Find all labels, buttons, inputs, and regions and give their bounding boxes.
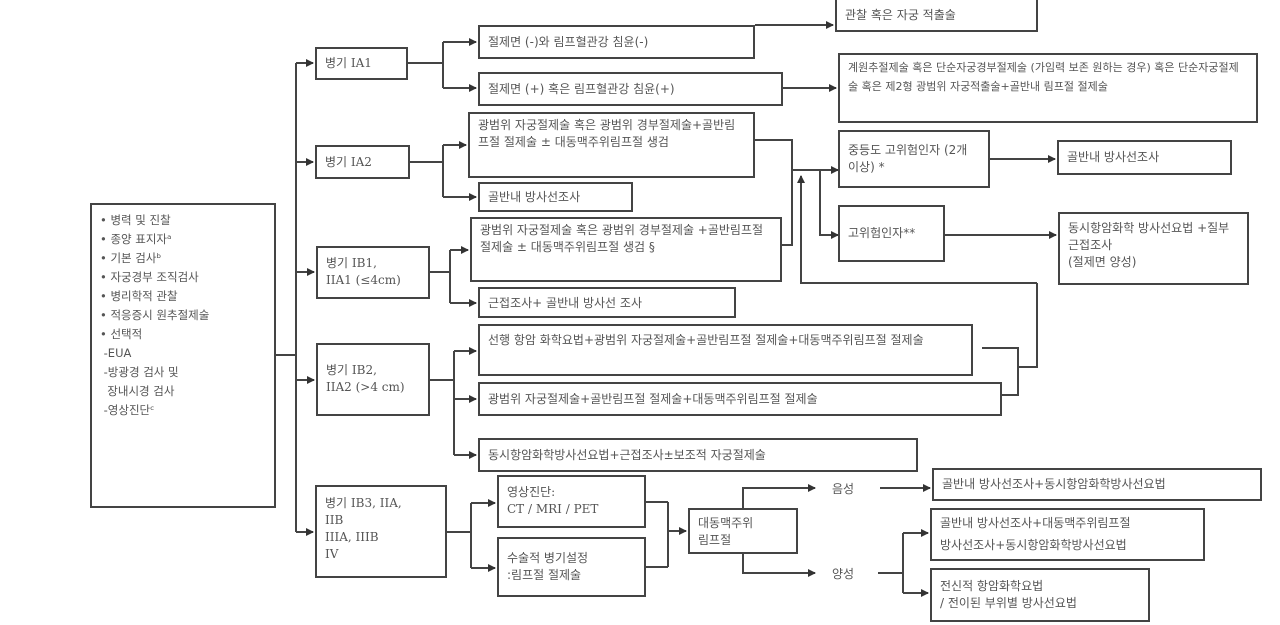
stage-ia2-box: 병기 IA2 xyxy=(315,145,410,179)
ib2-neoadjuvant-box: 선행 항암 화학요법+광범위 자궁절제술+골반림프절 절제술+대동맥주위림프절 … xyxy=(478,324,973,376)
workup-item: • 병리학적 관찰 xyxy=(100,289,178,303)
workup-item: -방광경 검사 및 xyxy=(100,365,179,379)
workup-item: • 적응증시 원추절제술 xyxy=(100,308,210,322)
positive-treatment-box-2: 전신적 항암화학요법 / 전이된 부위별 방사선요법 xyxy=(930,568,1150,622)
workup-item: • 기본 검사ᵇ xyxy=(100,251,162,265)
workup-item: • 자궁경부 조직검사 xyxy=(100,270,199,284)
ccrt-brachy-box: 동시항암화학 방사선요법 +질부근접조사 (절제면 양성) xyxy=(1058,212,1249,285)
stage-ib2-box: 병기 IB2, IIA2 (>4 cm) xyxy=(316,343,430,416)
stage-ia1-box: 병기 IA1 xyxy=(315,47,408,80)
ia2-radiation-box: 골반내 방사선조사 xyxy=(478,182,633,212)
imaging-box: 영상진단: CT / MRI / PET xyxy=(497,475,646,528)
workup-item: -영상진단ᶜ xyxy=(100,403,155,417)
negative-label: 음성 xyxy=(832,482,855,496)
intermediate-risk-box: 중등도 고위험인자 (2개 이상) * xyxy=(838,130,990,188)
stage-ib1-box: 병기 IB1, IIA1 (≤4cm) xyxy=(316,246,430,299)
pelvic-radiation-box: 골반내 방사선조사 xyxy=(1057,140,1232,175)
initial-workup-box: • 병력 및 진찰 • 종양 표지자ᵃ • 기본 검사ᵇ • 자궁경부 조직검사 • 병… xyxy=(90,203,276,508)
workup-item: • 종양 표지자ᵃ xyxy=(100,232,172,246)
ib2-surgery-box: 광범위 자궁절제술+골반림프절 절제술+대동맥주위림프절 절제술 xyxy=(478,382,1002,416)
observation-box: 관찰 혹은 자궁 적출술 xyxy=(835,0,1038,32)
workup-item: -EUA xyxy=(100,346,132,360)
workup-item: 장내시경 검사 xyxy=(100,384,175,398)
ib1-surgery-box: 광범위 자궁절제술 혹은 광범위 경부절제술 +골반림프절 절제술 ± 대동맥주… xyxy=(470,217,782,282)
ia2-surgery-box: 광범위 자궁절제술 혹은 광범위 경부절제술+골반림프절 절제술 ± 대동맥주위… xyxy=(468,112,755,178)
positive-treatment-box-1: 골반내 방사선조사+대동맥주위림프절 방사선조사+동시항암화학방사선요법 xyxy=(930,508,1205,561)
paraaortic-node-box: 대동맥주위 림프절 xyxy=(688,508,798,554)
conization-box: 계원추절제술 혹은 단순자궁경부절제술 (가임력 보존 원하는 경우) 혹은 단… xyxy=(838,53,1258,123)
ib1-radiation-box: 근접조사+ 골반내 방사선 조사 xyxy=(478,287,736,318)
stage-ib3-box: 병기 IB3, IIA, IIB IIIA, IIIB IV xyxy=(315,485,447,578)
high-risk-box: 고위험인자** xyxy=(838,205,945,262)
positive-label: 양성 xyxy=(832,567,855,581)
surgical-staging-box: 수술적 병기설정 :림프절 절제술 xyxy=(497,537,646,597)
workup-item: • 선택적 xyxy=(100,327,143,341)
ib2-ccrt-box: 동시항암화학방사선요법+근접조사±보조적 자궁절제술 xyxy=(478,438,918,472)
margin-positive-box: 절제면 (+) 혹은 림프혈관강 침윤(+) xyxy=(478,72,783,106)
negative-treatment-box: 골반내 방사선조사+동시항암화학방사선요법 xyxy=(932,468,1262,501)
workup-item: • 병력 및 진찰 xyxy=(100,213,171,227)
margin-negative-box: 절제면 (-)와 림프혈관강 침윤(-) xyxy=(478,25,755,59)
